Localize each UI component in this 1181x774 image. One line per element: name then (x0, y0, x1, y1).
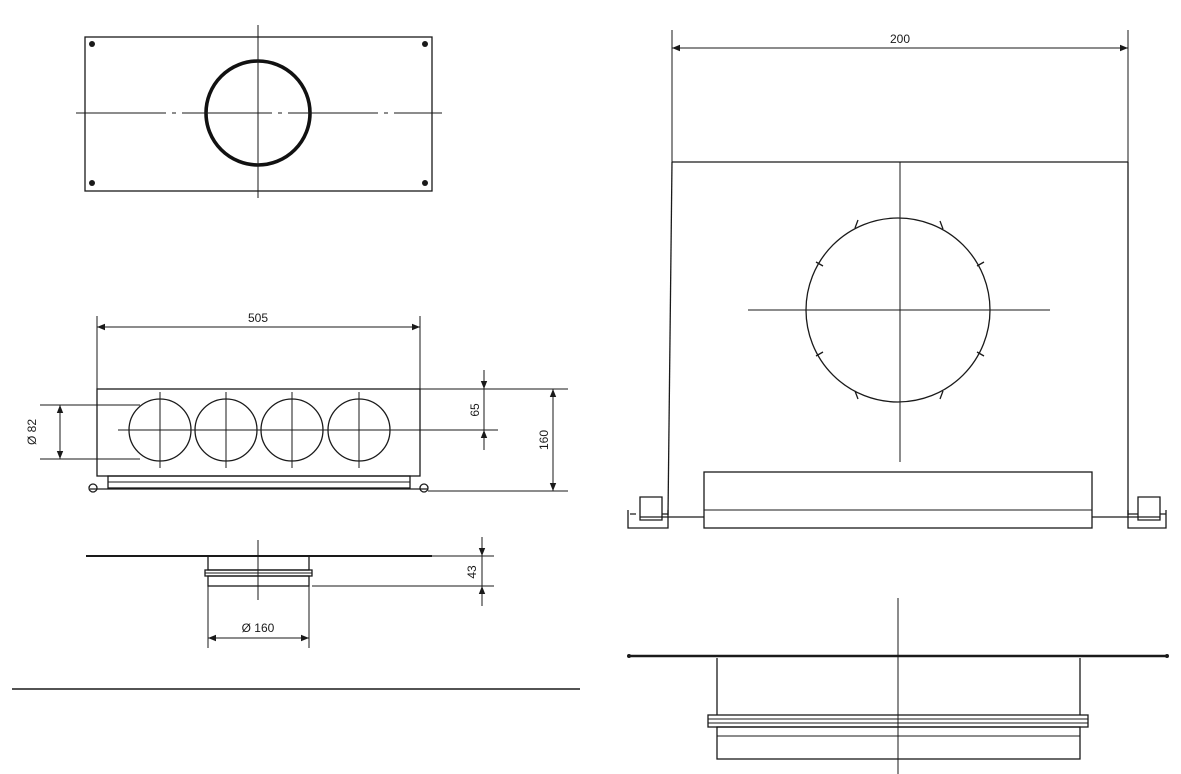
dimension-43 (432, 537, 494, 606)
collar-side-view (86, 540, 494, 600)
dim-label-dia-160: Ø 160 (242, 621, 275, 635)
dim-label-160: 160 (537, 430, 551, 450)
collar-side-view-large (627, 598, 1169, 774)
dim-label-43: 43 (465, 565, 479, 579)
dimension-65 (360, 370, 498, 450)
front-view-plenum (88, 388, 429, 493)
side-view-plenum (627, 161, 1167, 529)
dim-label-65: 65 (468, 403, 482, 417)
dim-label-200: 200 (890, 32, 910, 46)
dimension-200 (671, 30, 1129, 162)
dim-label-dia-82: Ø 82 (25, 419, 39, 445)
dimension-505 (96, 316, 421, 389)
dimension-160 (420, 388, 568, 492)
top-view-plate (76, 25, 442, 198)
dimension-dia-160 (207, 586, 310, 648)
dim-label-505: 505 (248, 311, 268, 325)
dimension-dia-82 (40, 404, 140, 460)
